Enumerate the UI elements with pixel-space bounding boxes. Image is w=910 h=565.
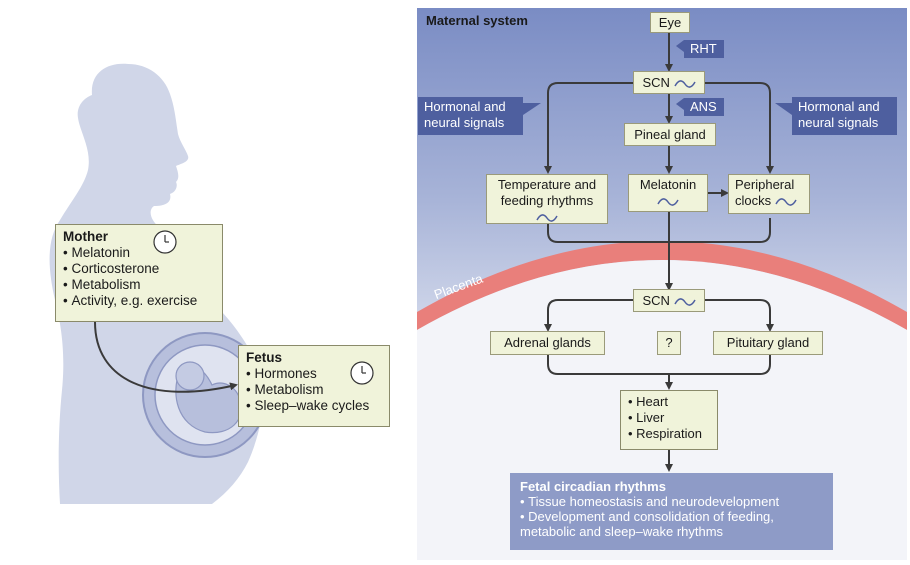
temperature-line2: feeding rhythms — [500, 193, 594, 208]
fetal-rhythms-list: Tissue homeostasis and neurodevelopment … — [520, 494, 823, 539]
eye-box: Eye — [650, 12, 690, 33]
mother-item: Metabolism — [63, 277, 215, 293]
hormonal-signals-right-flag: Hormonal and neural signals — [792, 97, 897, 135]
fetus-list: Hormones Metabolism Sleep–wake cycles — [246, 366, 382, 414]
scn-fetal-label: SCN — [642, 293, 670, 308]
organ-item: Respiration — [628, 426, 710, 442]
fetal-rhythms-item: Tissue homeostasis and neurodevelopment — [520, 494, 823, 509]
organ-item: Heart — [628, 394, 710, 410]
rht-flag: RHT — [684, 40, 724, 58]
temperature-feeding-box: Temperature and feeding rhythms — [486, 174, 608, 224]
scn-maternal-box: SCN — [633, 71, 705, 94]
scn-maternal-label: SCN — [642, 75, 670, 90]
fetus-item: Sleep–wake cycles — [246, 398, 382, 414]
fetal-circadian-rhythms-box: Fetal circadian rhythms Tissue homeostas… — [510, 473, 833, 550]
clock-icon — [153, 230, 177, 254]
placenta-band — [417, 241, 907, 330]
mother-list: Melatonin Corticosterone Metabolism Acti… — [63, 245, 215, 309]
rhythm-wave-icon — [775, 197, 797, 206]
hormonal-signals-left-flag: Hormonal and neural signals — [418, 97, 523, 135]
hormonal-right-line2: neural signals — [798, 115, 879, 130]
melatonin-box: Melatonin — [628, 174, 708, 212]
peripheral-line1: Peripheral — [735, 177, 795, 192]
adrenal-glands-box: Adrenal glands — [490, 331, 605, 355]
melatonin-label: Melatonin — [639, 177, 697, 192]
rhythm-wave-icon — [673, 297, 696, 306]
connector-lines — [544, 32, 774, 472]
peripheral-line2: clocks — [735, 193, 772, 208]
fetus-item: Metabolism — [246, 382, 382, 398]
mother-item: Melatonin — [63, 245, 215, 261]
fetal-rhythms-title: Fetal circadian rhythms — [520, 479, 666, 494]
hormonal-right-line1: Hormonal and — [798, 99, 880, 114]
clock-icon — [350, 361, 374, 385]
organ-item: Liver — [628, 410, 710, 426]
pituitary-gland-box: Pituitary gland — [713, 331, 823, 355]
fetal-rhythms-item: Development and consolidation of feeding… — [520, 509, 823, 539]
rhythm-wave-icon — [657, 197, 679, 206]
mother-item: Activity, e.g. exercise — [63, 293, 215, 309]
temperature-line1: Temperature and — [497, 177, 597, 192]
mother-item: Corticosterone — [63, 261, 215, 277]
pineal-gland-box: Pineal gland — [624, 123, 716, 146]
mother-to-fetus-arrow — [94, 321, 238, 393]
organs-box: Heart Liver Respiration — [620, 390, 718, 450]
peripheral-clocks-box: Peripheral clocks — [728, 174, 810, 214]
rhythm-wave-icon — [673, 79, 696, 88]
maternal-system-title: Maternal system — [426, 13, 528, 28]
organs-list: Heart Liver Respiration — [628, 394, 710, 442]
mother-title: Mother — [63, 229, 108, 244]
rhythm-wave-icon — [536, 213, 558, 222]
fetus-box: Fetus Hormones Metabolism Sleep–wake cyc… — [238, 345, 390, 427]
fetus-item: Hormones — [246, 366, 382, 382]
unknown-pathway-box: ? — [657, 331, 681, 355]
fetus-title: Fetus — [246, 350, 283, 365]
scn-fetal-box: SCN — [633, 289, 705, 312]
hormonal-left-line2: neural signals — [424, 115, 505, 130]
flag-pointers — [523, 40, 792, 115]
hormonal-left-line1: Hormonal and — [424, 99, 506, 114]
mother-box: Mother Melatonin Corticosterone Metaboli… — [55, 224, 223, 322]
ans-flag: ANS — [684, 98, 724, 116]
